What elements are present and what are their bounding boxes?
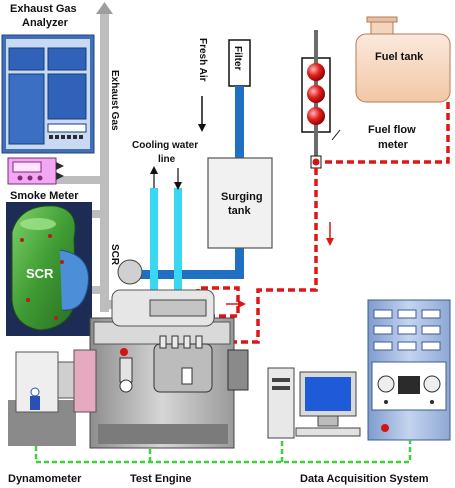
fuel-tank <box>355 16 451 103</box>
smoke-meter <box>7 157 64 185</box>
signal-lines <box>34 438 412 464</box>
cooling-water-pipes <box>150 166 182 292</box>
label-fuel-tank: Fuel tank <box>375 51 424 63</box>
label-smoke-meter: Smoke Meter <box>10 190 79 202</box>
fuel-line <box>196 102 450 344</box>
label-surging-tank-1: Surging <box>221 191 263 203</box>
label-fuel-flow-meter-1: Fuel flow <box>368 124 416 136</box>
air-down-arrow <box>198 96 206 132</box>
exhaust-gas-analyzer <box>1 34 95 154</box>
label-cooling-water-2: line <box>158 154 176 165</box>
label-surging-tank-2: tank <box>228 205 252 217</box>
label-data-acquisition-system: Data Acquisition System <box>300 473 429 485</box>
air-intake-pipe <box>136 86 244 279</box>
surging-tank <box>207 157 273 249</box>
scr-device <box>6 202 92 336</box>
label-scr-vertical: SCR <box>109 244 120 266</box>
computer <box>267 367 361 439</box>
label-cooling-water-1: Cooling water <box>132 140 198 151</box>
data-acquisition-cabinet <box>367 299 451 441</box>
label-dynamometer: Dynamometer <box>8 473 82 485</box>
fuel-flow-meter <box>301 30 331 169</box>
label-fresh-air: Fresh Air <box>197 38 208 82</box>
test-engine <box>89 259 249 449</box>
label-filter: Filter <box>232 46 243 71</box>
label-exhaust-gas-analyzer-1: Exhaust Gas <box>10 3 77 15</box>
label-fuel-flow-meter-2: meter <box>378 139 409 151</box>
dynamometer <box>8 349 97 446</box>
fuel-flow-arrows <box>226 222 334 308</box>
label-test-engine: Test Engine <box>130 473 192 485</box>
label-exhaust-gas-analyzer-2: Analyzer <box>22 17 69 29</box>
fuel-flow-meter-leader <box>331 129 341 141</box>
label-scr-device: SCR <box>26 266 54 281</box>
label-exhaust-gas: Exhaust Gas <box>109 70 120 131</box>
